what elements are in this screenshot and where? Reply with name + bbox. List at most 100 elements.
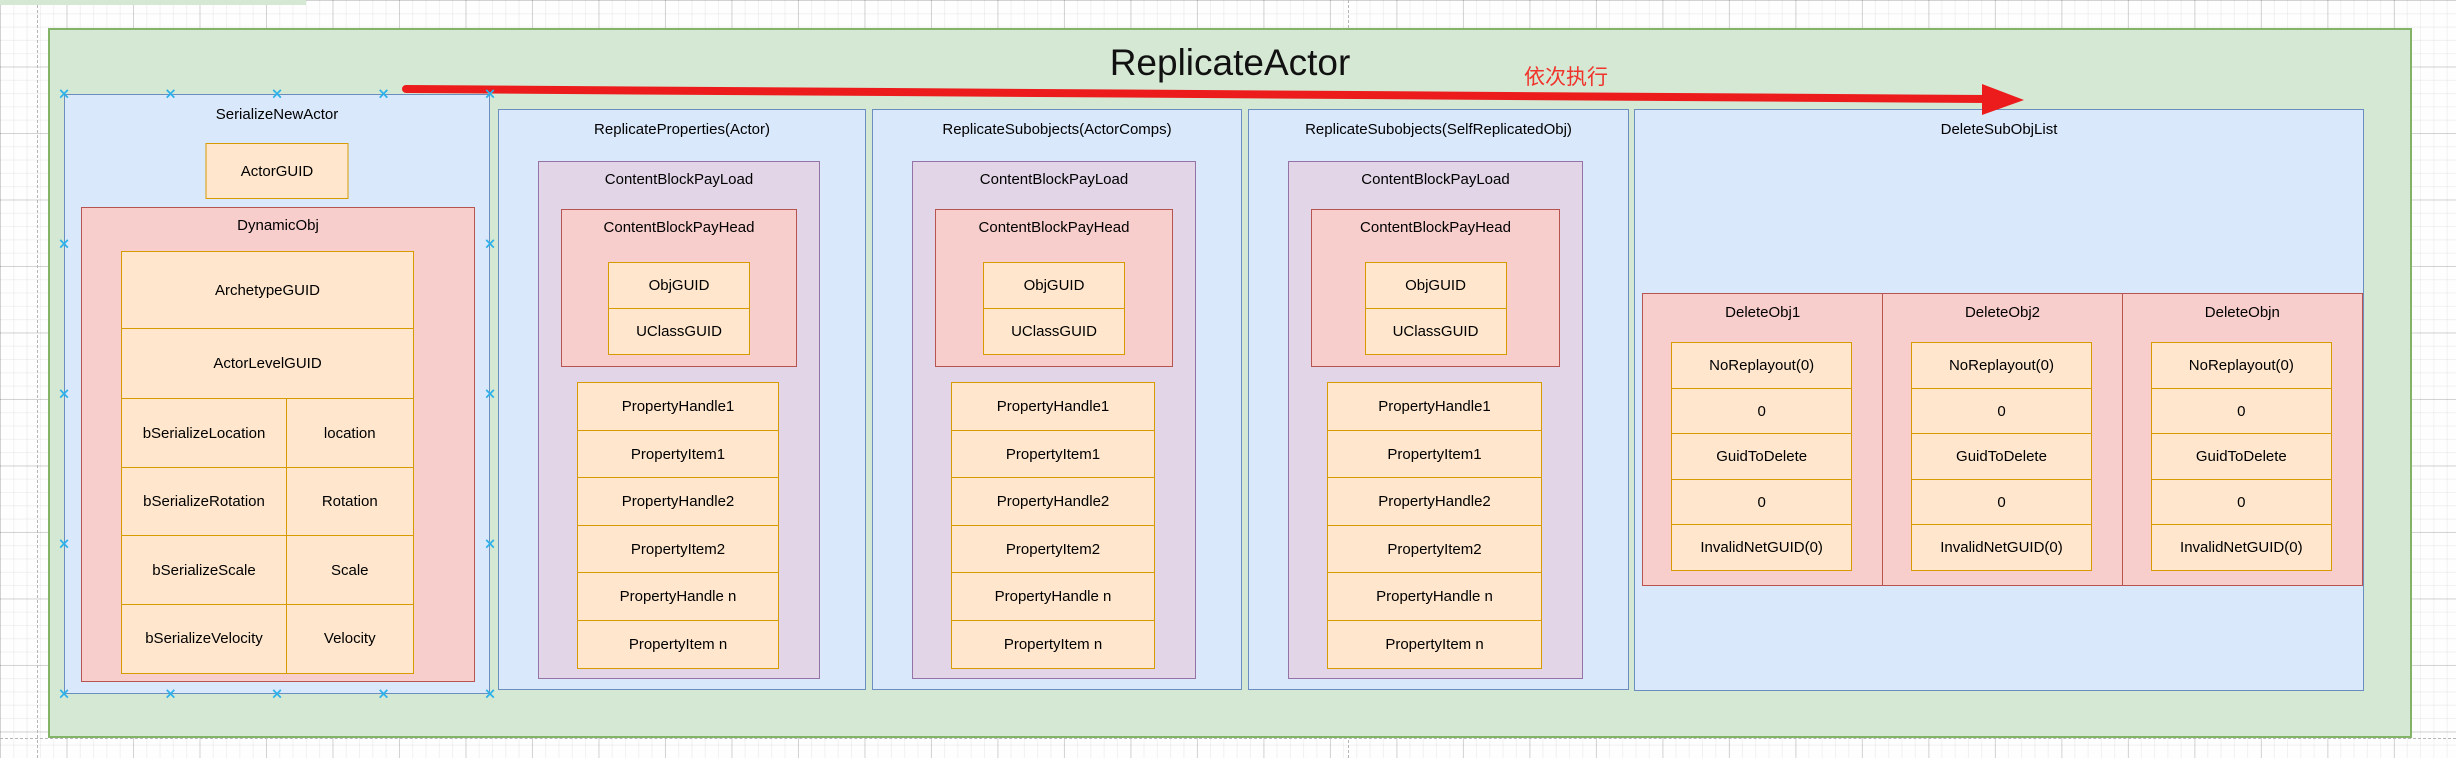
content-block-payhead-box[interactable]: ContentBlockPayHead ObjGUID UClassGUID xyxy=(561,209,797,367)
flag-cell[interactable]: bSerializeVelocity xyxy=(121,603,287,674)
dynamic-obj-box[interactable]: DynamicObj ArchetypeGUID ActorLevelGUID … xyxy=(81,207,475,682)
replicate-properties-actor-box[interactable]: ReplicateProperties(Actor) ContentBlockP… xyxy=(498,109,866,690)
delete-obj-row[interactable]: 0 xyxy=(1910,478,2093,526)
value-cell[interactable]: Velocity xyxy=(285,603,414,674)
dynamic-obj-rows: ArchetypeGUID ActorLevelGUID bSerializeL… xyxy=(121,251,414,674)
property-row[interactable]: PropertyHandle1 xyxy=(1327,382,1542,431)
connection-point-icon[interactable]: × xyxy=(57,534,71,553)
delete-obj-row[interactable]: NoReplayout(0) xyxy=(1671,342,1853,389)
page-break-line xyxy=(37,0,38,758)
property-row[interactable]: PropertyItem1 xyxy=(577,429,779,479)
connection-point-icon[interactable]: × xyxy=(270,84,284,103)
connection-point-icon[interactable]: × xyxy=(483,384,497,403)
delete-obj-row[interactable]: GuidToDelete xyxy=(2150,433,2332,480)
property-row[interactable]: PropertyHandle2 xyxy=(1327,477,1542,526)
payhead-rows: ObjGUID UClassGUID xyxy=(1364,262,1507,355)
property-row[interactable]: PropertyHandle2 xyxy=(951,477,1155,526)
content-block-payload-box[interactable]: ContentBlockPayLoad ContentBlockPayHead … xyxy=(912,161,1196,679)
connection-point-icon[interactable]: × xyxy=(483,84,497,103)
content-block-payhead-box[interactable]: ContentBlockPayHead ObjGUID UClassGUID xyxy=(1311,209,1560,367)
delete-sub-obj-list-title: DeleteSubObjList xyxy=(1940,121,2058,138)
content-block-payhead-title: ContentBlockPayHead xyxy=(978,219,1130,236)
delete-obj-row[interactable]: NoReplayout(0) xyxy=(2150,342,2332,389)
connection-point-icon[interactable]: × xyxy=(377,684,390,703)
flag-cell[interactable]: bSerializeLocation xyxy=(121,398,287,468)
connection-point-icon[interactable]: × xyxy=(57,84,71,103)
delete-obj-row[interactable]: InvalidNetGUID(0) xyxy=(1910,524,2093,571)
property-row[interactable]: PropertyHandle2 xyxy=(577,477,779,526)
property-row[interactable]: PropertyItem n xyxy=(1327,619,1542,669)
obj-guid-cell[interactable]: ObjGUID xyxy=(983,262,1125,309)
connection-point-icon[interactable]: × xyxy=(483,534,497,553)
content-block-payhead-title: ContentBlockPayHead xyxy=(1360,219,1511,236)
delete-obj-row[interactable]: 0 xyxy=(2150,387,2332,435)
replicate-subobjects-actorcomps-box[interactable]: ReplicateSubobjects(ActorComps) ContentB… xyxy=(872,109,1242,690)
panel-title: ReplicateProperties(Actor) xyxy=(594,121,770,138)
property-row[interactable]: PropertyHandle1 xyxy=(951,382,1155,431)
connection-point-icon[interactable]: × xyxy=(164,84,177,103)
connection-point-icon[interactable]: × xyxy=(377,84,390,103)
diagram-title: ReplicateActor xyxy=(1109,42,1351,83)
table-row[interactable]: ArchetypeGUID xyxy=(121,251,414,329)
table-row: bSerializeLocation location xyxy=(121,398,414,468)
payhead-rows: ObjGUID UClassGUID xyxy=(608,262,750,355)
property-row[interactable]: PropertyItem2 xyxy=(951,524,1155,574)
flag-cell[interactable]: bSerializeScale xyxy=(121,535,287,605)
property-row[interactable]: PropertyHandle n xyxy=(577,572,779,621)
panel-title: ReplicateSubobjects(ActorComps) xyxy=(942,121,1172,138)
delete-obj-title: DeleteObj2 xyxy=(1964,304,2041,321)
dynamic-obj-title: DynamicObj xyxy=(237,217,319,234)
connection-point-icon[interactable]: × xyxy=(483,684,497,703)
delete-obj-row[interactable]: NoReplayout(0) xyxy=(1910,342,2093,389)
content-block-payhead-box[interactable]: ContentBlockPayHead ObjGUID UClassGUID xyxy=(935,209,1173,367)
connection-point-icon[interactable]: × xyxy=(270,684,284,703)
actor-guid-cell[interactable]: ActorGUID xyxy=(205,143,349,199)
table-row[interactable]: ActorLevelGUID xyxy=(121,327,414,400)
property-row[interactable]: PropertyItem2 xyxy=(577,524,779,574)
uclass-guid-cell[interactable]: UClassGUID xyxy=(1364,307,1507,355)
connection-point-icon[interactable]: × xyxy=(57,684,71,703)
connection-point-icon[interactable]: × xyxy=(57,234,71,253)
delete-obj-row[interactable]: InvalidNetGUID(0) xyxy=(2150,524,2332,571)
delete-obj-row[interactable]: 0 xyxy=(2150,478,2332,526)
property-row[interactable]: PropertyItem2 xyxy=(1327,524,1542,574)
property-row[interactable]: PropertyHandle n xyxy=(1327,572,1542,621)
connection-point-icon[interactable]: × xyxy=(483,234,497,253)
delete-sub-obj-list-box[interactable]: DeleteSubObjList DeleteObj1 NoReplayout(… xyxy=(1634,109,2364,691)
content-block-payload-title: ContentBlockPayLoad xyxy=(979,171,1129,188)
value-cell[interactable]: Scale xyxy=(285,535,414,605)
value-cell[interactable]: location xyxy=(285,398,414,468)
connection-point-icon[interactable]: × xyxy=(57,384,71,403)
serialize-new-actor-box[interactable]: SerializeNewActor ActorGUID DynamicObj A… xyxy=(64,94,490,694)
delete-obj-row[interactable]: InvalidNetGUID(0) xyxy=(1671,524,1853,571)
flag-cell[interactable]: bSerializeRotation xyxy=(121,466,287,537)
content-block-payload-box[interactable]: ContentBlockPayLoad ContentBlockPayHead … xyxy=(538,161,820,679)
property-row[interactable]: PropertyItem n xyxy=(951,619,1155,669)
delete-obj-row[interactable]: GuidToDelete xyxy=(1671,433,1853,480)
property-row[interactable]: PropertyHandle n xyxy=(951,572,1155,621)
content-block-payload-box[interactable]: ContentBlockPayLoad ContentBlockPayHead … xyxy=(1288,161,1583,679)
delete-obj-row[interactable]: 0 xyxy=(1671,478,1853,526)
delete-obj-row[interactable]: 0 xyxy=(1910,387,2093,435)
property-row[interactable]: PropertyItem1 xyxy=(1327,429,1542,479)
property-row[interactable]: PropertyItem1 xyxy=(951,429,1155,479)
uclass-guid-cell[interactable]: UClassGUID xyxy=(983,307,1125,355)
replicate-subobjects-selfreplicatedobj-box[interactable]: ReplicateSubobjects(SelfReplicatedObj) C… xyxy=(1248,109,1629,690)
property-row[interactable]: PropertyItem n xyxy=(577,619,779,669)
table-row: bSerializeScale Scale xyxy=(121,535,414,605)
obj-guid-cell[interactable]: ObjGUID xyxy=(1364,262,1507,309)
property-row[interactable]: PropertyHandle1 xyxy=(577,382,779,431)
panel-title: ReplicateSubobjects(SelfReplicatedObj) xyxy=(1305,121,1572,138)
connection-point-icon[interactable]: × xyxy=(164,684,177,703)
delete-obj-row[interactable]: GuidToDelete xyxy=(1910,433,2093,480)
delete-obj-row[interactable]: 0 xyxy=(1671,387,1853,435)
uclass-guid-cell[interactable]: UClassGUID xyxy=(608,307,750,355)
value-cell[interactable]: Rotation xyxy=(285,466,414,537)
obj-guid-cell[interactable]: ObjGUID xyxy=(608,262,750,309)
content-block-payload-title: ContentBlockPayLoad xyxy=(1361,171,1510,188)
